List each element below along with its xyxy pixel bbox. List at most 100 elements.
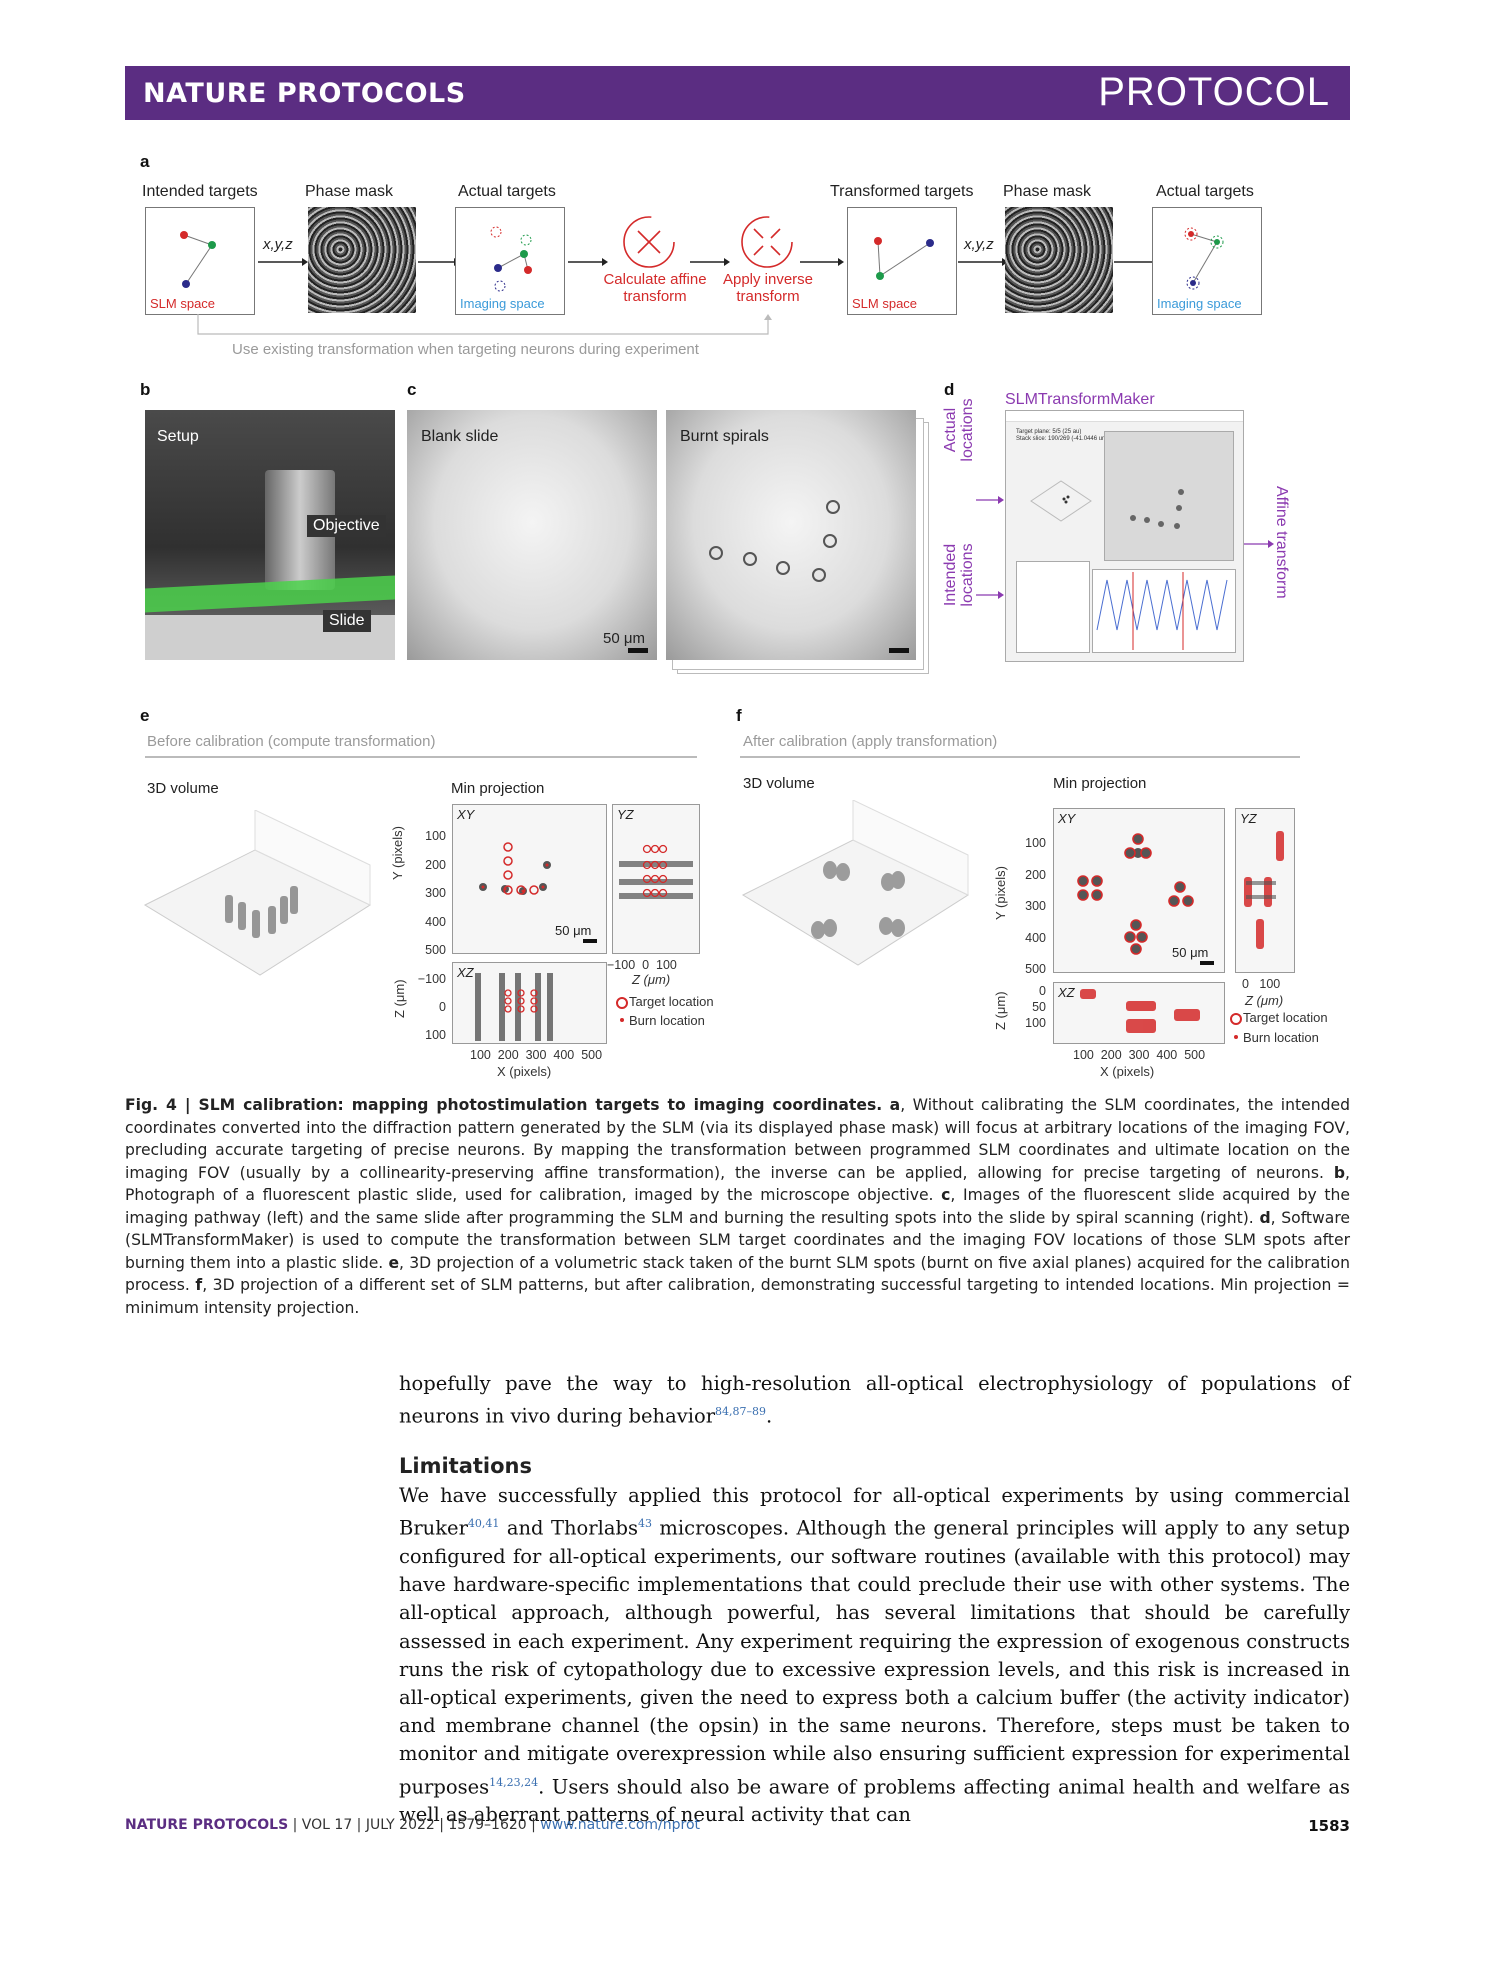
panel-e-yz-plot: YZ xyxy=(612,804,700,954)
phase-mask-image xyxy=(308,207,416,313)
arrow-right-icon xyxy=(976,496,1004,504)
blank-slide-label: Blank slide xyxy=(421,428,499,445)
panel-e-letter: e xyxy=(140,706,150,725)
software-window: Target plane: 5/5 (25 au)Stack slice: 19… xyxy=(1005,410,1244,662)
target-plane-text: Target plane: 5/5 (25 au)Stack slice: 19… xyxy=(1016,429,1110,442)
software-spots xyxy=(1130,489,1184,529)
transformed-targets-plot xyxy=(874,237,934,280)
panel-e-yz-x-ticks: −100 0 100 xyxy=(607,958,677,972)
panel-e-x-axis-label: X (pixels) xyxy=(497,1064,552,1079)
journal-url-link[interactable]: www.nature.com/nprot xyxy=(540,1817,701,1833)
imaging-space-box: Imaging space xyxy=(455,207,565,315)
section-label: PROTOCOL xyxy=(1098,70,1330,114)
actual-targets-2-label: Actual targets xyxy=(1156,183,1254,200)
panel-e-xz-plot: XZ xyxy=(452,962,607,1044)
yz-label: YZ xyxy=(617,807,634,822)
software-table xyxy=(1016,561,1090,653)
slm-space-label: SLM space xyxy=(150,296,216,311)
footer-citation: NATURE PROTOCOLS | VOL 17 | JULY 2022 | … xyxy=(125,1817,701,1833)
panel-e-xy-spots xyxy=(479,842,551,895)
panel-f-title: After calibration (apply transformation) xyxy=(743,733,998,750)
xyz-label-1: x,y,z xyxy=(263,236,293,253)
burn-location-legend-icon-f xyxy=(1234,1035,1238,1039)
panel-e-yz-spots xyxy=(619,844,693,899)
apply-inverse-icon xyxy=(741,216,793,268)
journal-header-bar: NATURE PROTOCOLS PROTOCOL xyxy=(125,66,1350,120)
panel-f-y-axis-label: Y (pixels) xyxy=(993,866,1008,920)
slmtransformmaker-title: SLMTransformMaker xyxy=(1005,391,1155,408)
burnt-spirals-label: Burnt spirals xyxy=(680,428,769,445)
scale-bar-label: 50 μm xyxy=(603,630,645,647)
figure-caption: Fig. 4 | SLM calibration: mapping photos… xyxy=(125,1096,1350,1317)
burnt-spirals-image: Burnt spirals xyxy=(666,410,916,660)
panel-e-title: Before calibration (compute transformati… xyxy=(147,733,436,750)
burnt-spots xyxy=(709,500,840,582)
slm-space-box-2: SLM space xyxy=(847,207,957,315)
transformed-targets-label: Transformed targets xyxy=(830,183,974,200)
arrow-right-icon xyxy=(690,258,730,266)
burn-location-legend-icon xyxy=(620,1018,624,1022)
software-image-pane xyxy=(1104,431,1234,561)
panel-f-x-axis-label: X (pixels) xyxy=(1100,1064,1155,1079)
burn-location-legend-f: Burn location xyxy=(1243,1030,1319,1045)
imaging-space-label: Imaging space xyxy=(460,296,545,311)
phase-mask-image-2 xyxy=(1005,207,1113,313)
arrow-right-icon xyxy=(1244,540,1274,548)
xz-label-f: XZ xyxy=(1058,985,1075,1000)
arrow-right-icon xyxy=(958,258,1008,266)
panel-a-letter: a xyxy=(140,152,150,171)
scale-bar-2 xyxy=(889,648,909,653)
body-paragraph-2: We have successfully applied this protoc… xyxy=(399,1484,1350,1827)
page-number: 1583 xyxy=(1308,1817,1350,1835)
xy-label-f: XY xyxy=(1058,811,1076,826)
panel-c-letter: c xyxy=(407,380,417,399)
imaging-space-box-2: Imaging space xyxy=(1152,207,1262,315)
xy-label: XY xyxy=(457,807,475,822)
yz-label-f: YZ xyxy=(1240,811,1257,826)
panel-f-3d-volume-label: 3D volume xyxy=(743,775,815,792)
software-3d-plot xyxy=(1026,471,1096,531)
actual-targets-plot xyxy=(490,226,532,292)
panel-f-x-ticks: 100 200 300 400 500 xyxy=(1073,1048,1206,1062)
xyz-label-2: x,y,z xyxy=(964,236,994,253)
panel-f-xy-plot: XY 50 μm xyxy=(1053,808,1225,973)
intended-targets-plot xyxy=(180,231,216,288)
actual-locations-label: Actual locations xyxy=(942,398,976,462)
scale-bar xyxy=(628,648,648,653)
panel-f-3d-volume xyxy=(741,800,970,966)
panel-b-letter: b xyxy=(140,380,151,399)
burn-location-legend: Burn location xyxy=(629,1013,705,1028)
body-paragraph-1: hopefully pave the way to high-resolutio… xyxy=(399,1372,1350,1428)
affine-transform-label: Affine transform xyxy=(1273,486,1290,599)
xy-scale-label-f: 50 μm xyxy=(1172,945,1209,960)
actual-targets-label: Actual targets xyxy=(458,183,556,200)
xy-scale-bar xyxy=(583,939,597,943)
target-location-legend-icon-f xyxy=(1230,1013,1242,1025)
limitations-heading: Limitations xyxy=(399,1454,532,1478)
imaging-space-label-2: Imaging space xyxy=(1157,296,1242,311)
arrow-right-icon xyxy=(258,258,308,266)
arrow-right-icon xyxy=(976,591,1004,599)
panel-e-min-projection-label: Min projection xyxy=(451,780,545,797)
objective-label: Objective xyxy=(307,515,386,537)
feedback-arrow xyxy=(197,314,772,335)
xz-label: XZ xyxy=(457,965,474,980)
panel-f-min-projection-label: Min projection xyxy=(1053,775,1147,792)
panel-f-yz-x-label: Z (μm) xyxy=(1245,993,1284,1008)
intended-locations-label: Intended locations xyxy=(942,543,976,607)
phase-mask-label: Phase mask xyxy=(305,183,394,200)
panel-e-xz-spots xyxy=(475,973,553,1041)
panel-e-z-axis-label: Z (μm) xyxy=(392,979,407,1018)
target-location-legend: Target location xyxy=(629,994,714,1009)
arrow-right-icon xyxy=(800,258,844,266)
panel-f-rule xyxy=(740,756,1300,758)
target-location-legend-f: Target location xyxy=(1243,1010,1328,1025)
panel-f-yz-spots xyxy=(1244,831,1284,949)
actual-targets-2-plot xyxy=(1184,227,1224,290)
